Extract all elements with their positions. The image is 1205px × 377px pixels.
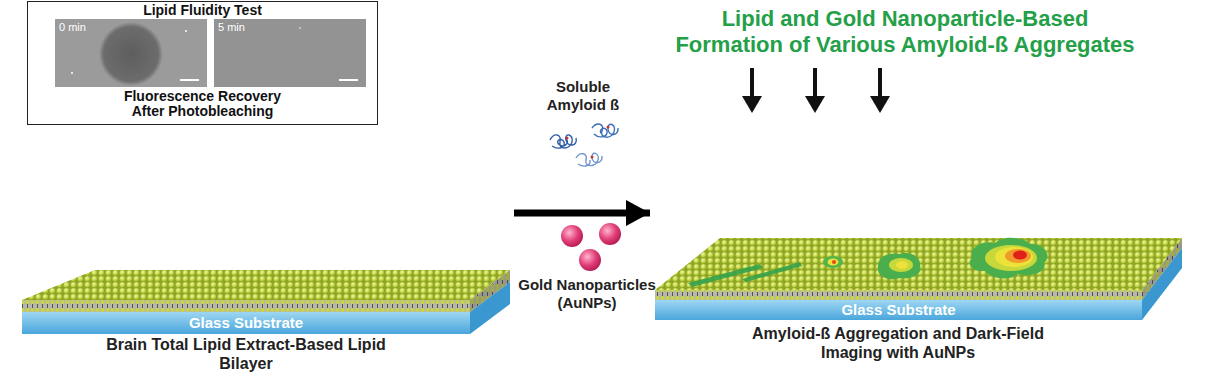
inset-panel: Lipid Fluidity TestFluorescence Recovery… [27, 1, 378, 125]
substrate-label: Glass Substrate [22, 312, 470, 334]
bilayer-slab: Glass SubstrateAmyloid-ß Aggregation and… [650, 200, 1190, 377]
species-label: Gold Nanoparticles (AuNPs) [512, 276, 662, 312]
micrograph-image [55, 19, 366, 87]
headline-label: Lipid and Gold Nanoparticle-Based Format… [615, 6, 1195, 58]
slab-caption: Brain Total Lipid Extract-Based Lipid Bi… [86, 335, 406, 373]
pointer-arrows [742, 68, 890, 113]
gold-nanoparticles [561, 223, 621, 271]
micrograph: 0 min [55, 19, 207, 87]
time-label: 0 min [59, 21, 129, 34]
substrate-label: Glass Substrate [655, 300, 1142, 320]
amyloid-aggregates [688, 238, 1047, 287]
bilayer-slab-left [22, 270, 510, 334]
panel-heading: Lipid Fluidity Test [28, 2, 377, 18]
bilayer-slab: Glass SubstrateBrain Total Lipid Extract… [14, 200, 514, 377]
process-arrow [514, 210, 650, 217]
micrograph: 5 min [214, 19, 366, 87]
bilayer-slab-right [655, 238, 1182, 320]
panel-caption: Fluorescence Recovery After Photobleachi… [115, 89, 290, 119]
slab-caption: Amyloid-ß Aggregation and Dark-Field Ima… [738, 324, 1058, 362]
amyloid-monomers [550, 124, 618, 166]
time-label: 5 min [218, 21, 288, 34]
species-label: Soluble Amyloid ß [538, 78, 628, 114]
